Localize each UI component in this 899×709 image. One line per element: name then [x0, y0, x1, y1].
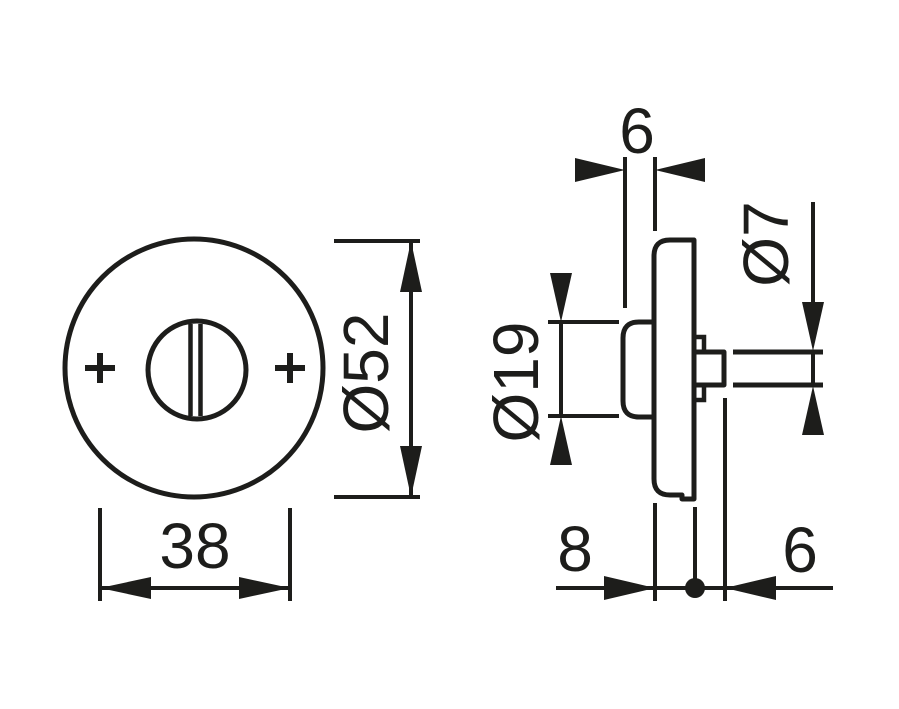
arrowhead-left-icon	[725, 576, 776, 600]
dim-knob-diameter: Ø19	[480, 273, 619, 465]
knob-projection-label: 6	[619, 95, 655, 167]
dim-depth-chain: 8 6	[556, 398, 833, 601]
spindle-collar-top	[696, 334, 707, 352]
dim-screw-spacing: 38	[98, 508, 292, 601]
thumbturn-front-outline	[145, 318, 249, 422]
arrowhead-down-icon	[400, 446, 422, 497]
front-view: Ø52 38	[62, 236, 422, 601]
arrowhead-right-icon	[239, 577, 290, 599]
chain-junction-dot	[685, 578, 705, 598]
arrowhead-up-icon	[802, 386, 824, 435]
thumbturn-profile	[620, 319, 654, 420]
spindle-diameter-label: Ø7	[730, 201, 802, 286]
arrowhead-left-icon	[655, 158, 705, 182]
dim-rose-diameter: Ø52	[330, 239, 422, 499]
arrowhead-down-icon	[802, 302, 824, 351]
arrowhead-down-icon	[550, 273, 572, 322]
side-view: 6 Ø19 Ø7	[480, 95, 833, 601]
dim-knob-projection: 6	[575, 95, 705, 308]
arrowhead-right-icon	[604, 576, 655, 600]
knob-diameter-label: Ø19	[480, 322, 552, 443]
arrowhead-left-icon	[100, 577, 151, 599]
spindle-projection-label: 6	[782, 514, 818, 586]
rose-front-outline	[62, 236, 326, 500]
dim-spindle-diameter: Ø7	[730, 201, 824, 435]
rose-depth-label: 8	[557, 513, 593, 585]
screw-mark-left	[85, 353, 115, 383]
arrowhead-up-icon	[400, 241, 422, 292]
rose-profile	[651, 237, 697, 502]
screw-mark-right	[275, 353, 305, 383]
rose-diameter-label: Ø52	[330, 313, 402, 434]
spindle-collar-bottom	[696, 385, 707, 403]
arrowhead-up-icon	[550, 416, 572, 465]
screw-spacing-label: 38	[159, 510, 230, 582]
arrowhead-right-icon	[575, 158, 625, 182]
spindle-profile	[696, 349, 727, 388]
